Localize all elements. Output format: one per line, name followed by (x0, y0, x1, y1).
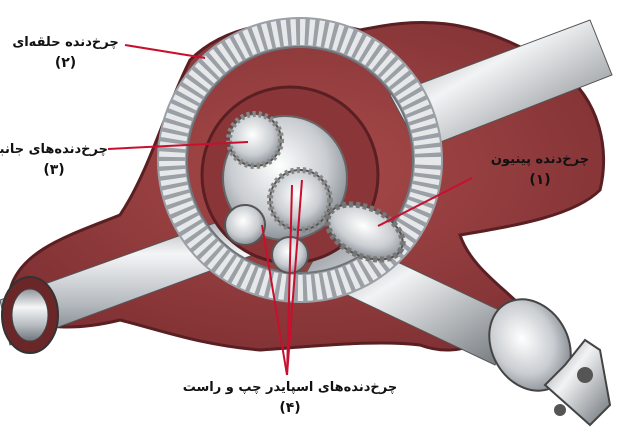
label-pinion-gear: چرخ‌دنده پینیون (۱) (470, 150, 610, 192)
label-spider-gears-number: (۴) (279, 400, 301, 417)
universal-joint-yoke (543, 338, 612, 427)
label-ring-gear-number: (۲) (54, 55, 77, 72)
leader-pinion (377, 177, 473, 227)
label-pinion-gear-text: چرخ‌دنده پینیون (490, 152, 590, 167)
spider-gear-left (224, 204, 266, 246)
leader-spider-right (286, 179, 303, 376)
label-pinion-gear-number: (۱) (529, 172, 551, 189)
label-side-gears-number: (۳) (43, 162, 65, 179)
label-ring-gear-text: چرخ‌دنده حلقه‌ای (12, 35, 119, 50)
label-side-gears: چرخ‌دنده‌های جانبی (۳) (0, 140, 108, 182)
label-ring-gear: چرخ‌دنده حلقه‌ای (۲) (8, 33, 123, 75)
leader-spider-mid (286, 184, 293, 376)
label-spider-gears-text: چرخ‌دنده‌های اسپایدر چپ و راست (182, 380, 398, 395)
leader-ring (124, 44, 206, 59)
label-side-gears-text: چرخ‌دنده‌های جانبی (0, 142, 108, 157)
label-spider-gears: چرخ‌دنده‌های اسپایدر چپ و راست (۴) (175, 378, 405, 420)
leader-side (107, 141, 249, 150)
leader-spider-left (261, 224, 288, 376)
leader-lines (107, 44, 473, 376)
